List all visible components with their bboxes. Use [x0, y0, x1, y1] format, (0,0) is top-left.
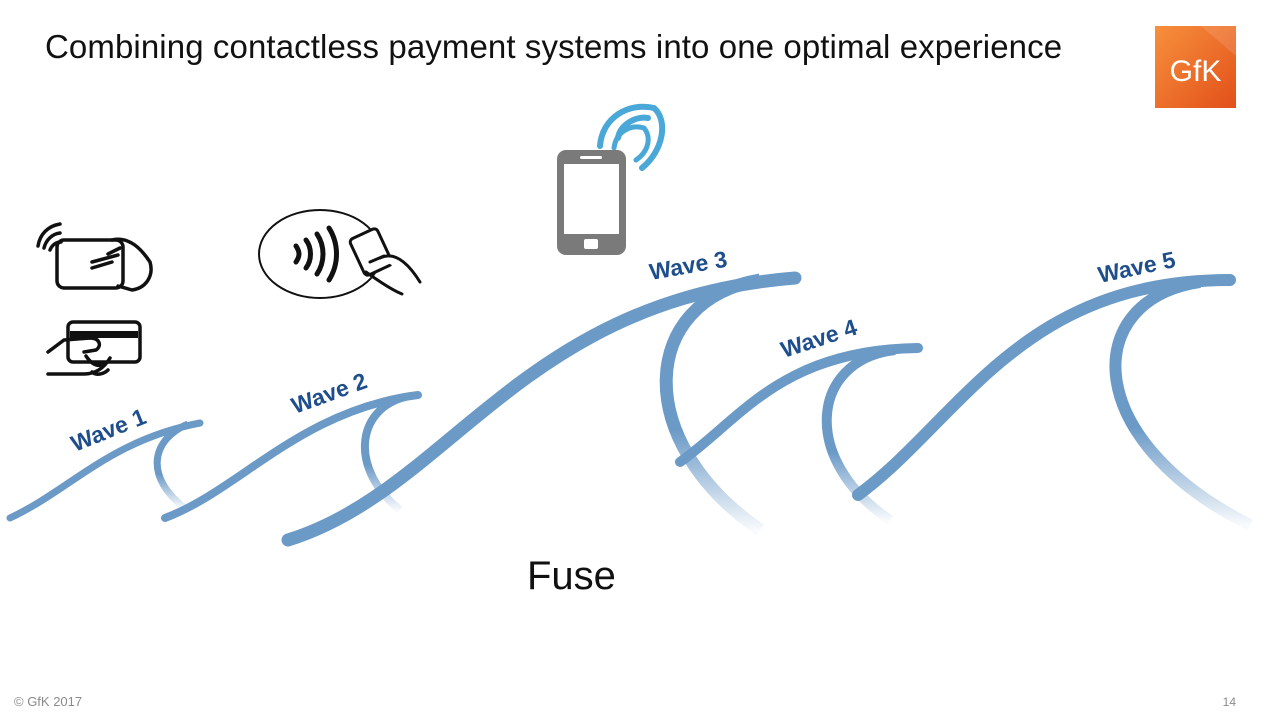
wave-3-label: Wave 3 — [647, 246, 729, 285]
wave-1-label: Wave 1 — [67, 403, 150, 457]
contactless-card-tap-icon — [36, 222, 153, 292]
mobile-phone-nfc-icon — [557, 103, 666, 255]
contactless-symbol-icon — [258, 209, 422, 299]
gfk-logo: GfK — [1155, 26, 1236, 108]
fuse-label: Fuse — [527, 554, 616, 598]
wave-5: Wave 5 — [852, 246, 1253, 531]
logo-text: GfK — [1170, 55, 1222, 88]
copyright-footer: © GfK 2017 — [14, 694, 83, 709]
slide-title: Combining contactless payment systems in… — [45, 28, 1063, 65]
page-number: 14 — [1222, 695, 1236, 709]
card-in-hand-icon — [46, 320, 142, 376]
wave-1: Wave 1 — [6, 403, 204, 522]
